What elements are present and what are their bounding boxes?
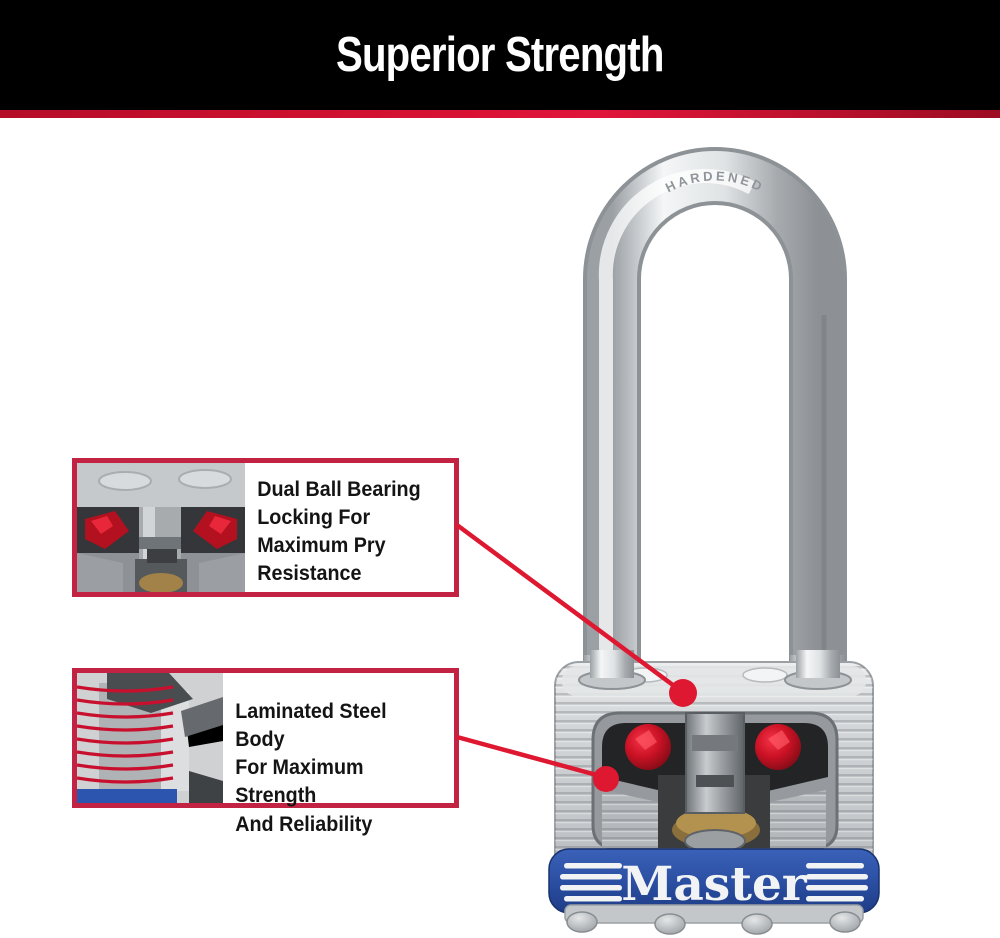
callout-box-laminated-steel: Laminated Steel Body For Maximum Strengt… <box>72 668 459 836</box>
callout-text: Dual Ball Bearing Locking For Maximum Pr… <box>257 478 421 586</box>
brand-logo-text: Master <box>621 857 808 912</box>
padlock-image: HARDENED <box>548 147 880 935</box>
brass-cylinder <box>676 808 756 838</box>
accent-stripe <box>0 110 1000 118</box>
lock-base <box>564 904 864 924</box>
brand-band: Master <box>548 848 880 914</box>
cutaway-mechanism <box>591 711 839 853</box>
band-stripes <box>560 863 868 902</box>
ball-bearing-photo <box>77 463 245 592</box>
page-title: Superior Strength <box>336 28 664 82</box>
base-rivets <box>566 911 861 935</box>
laminated-steel-photo <box>77 673 223 803</box>
lock-body: Master <box>548 650 880 935</box>
callout-box-ball-bearing: Dual Ball Bearing Locking For Maximum Pr… <box>72 458 459 597</box>
header-banner: Superior Strength <box>0 0 1000 110</box>
shackle: HARDENED <box>583 147 847 695</box>
callout-text: Laminated Steel Body For Maximum Strengt… <box>235 700 387 836</box>
